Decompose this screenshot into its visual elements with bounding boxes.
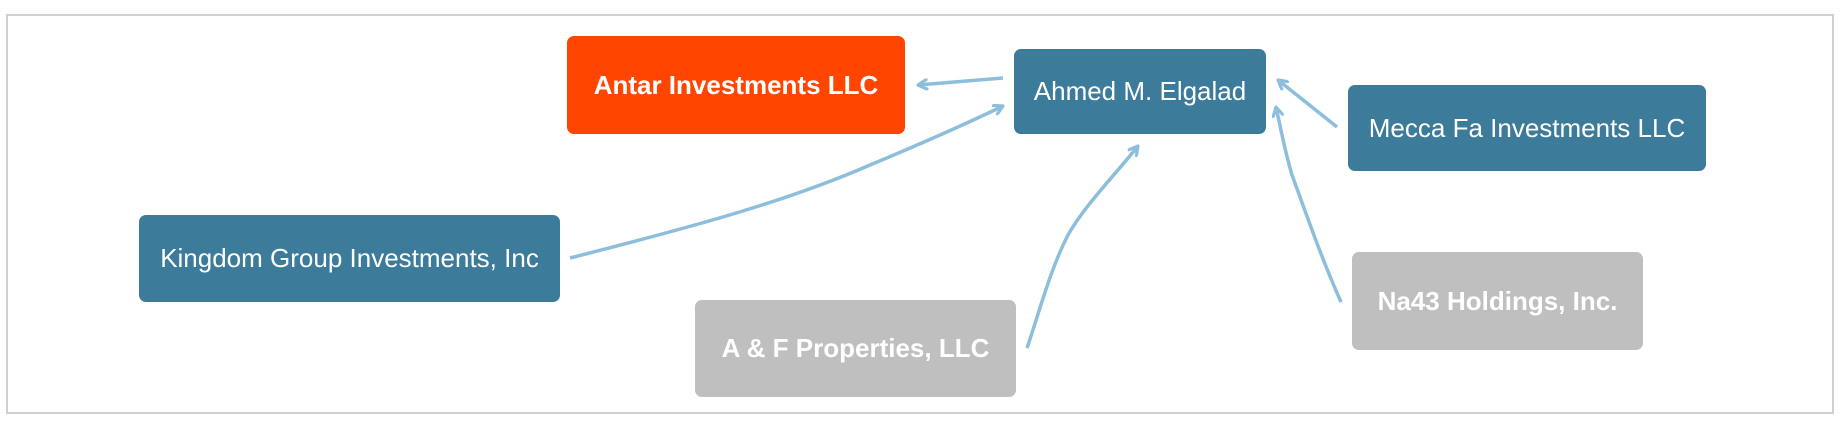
node-label: Na43 Holdings, Inc. (1377, 285, 1618, 316)
edge-mecca-to-ahmed (1278, 80, 1339, 129)
node-label: A & F Properties, LLC (721, 333, 990, 363)
edge-na43-to-ahmed (1276, 107, 1343, 303)
node-ahmed-elgalad[interactable]: Ahmed M. Elgalad (1014, 49, 1266, 134)
node-af-properties[interactable]: A & F Properties, LLC (695, 300, 1016, 397)
node-antar-investments[interactable]: Antar Investments LLC (567, 36, 905, 134)
node-label: Antar Investments LLC (593, 69, 879, 100)
node-label: Ahmed M. Elgalad (1033, 76, 1247, 106)
node-na43-holdings[interactable]: Na43 Holdings, Inc. (1352, 252, 1643, 350)
edge-ahmed-to-antar (918, 76, 1004, 85)
node-label: Kingdom Group Investments, Inc (160, 243, 539, 273)
node-mecca-fa-investments[interactable]: Mecca Fa Investments LLC (1348, 85, 1706, 171)
edge-af-to-ahmed (1025, 146, 1138, 349)
node-kingdom-group-investments[interactable]: Kingdom Group Investments, Inc (139, 215, 560, 302)
edge-kingdom-to-ahmed (569, 106, 1003, 260)
node-label: Mecca Fa Investments LLC (1368, 112, 1686, 143)
